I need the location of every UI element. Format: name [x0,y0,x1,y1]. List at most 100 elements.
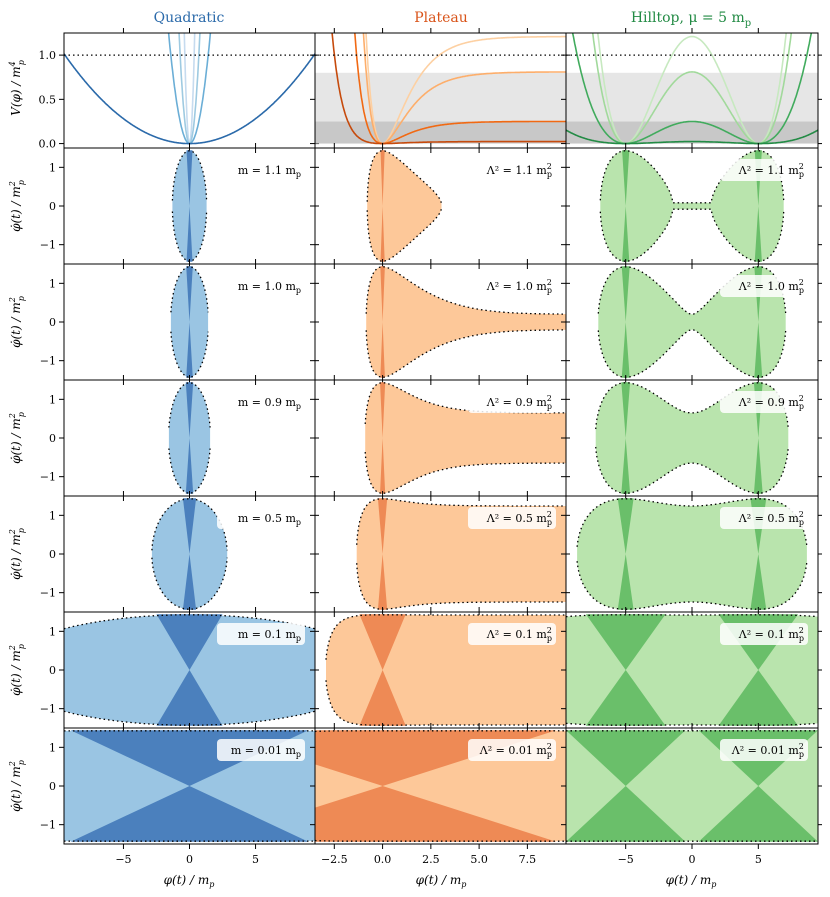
xlabel-hilltop: φ(t) / mp [666,873,717,889]
column-title-hilltop: Hilltop, μ = 5 mp [631,10,751,29]
phase-region-dark-0 [377,498,388,610]
phase-region-dark-0 [621,266,630,378]
y-tick-label: 0 [49,316,56,329]
annotation-box [468,623,556,645]
x-tick-label: 0 [689,853,696,866]
y-tick-label: 0 [49,548,56,561]
phase-region-dark-0 [182,498,197,610]
energy-contour-lower [151,557,228,610]
phase-region-dark-0 [617,498,634,610]
energy-contour-upper [597,266,787,315]
energy-contour-upper [356,498,566,545]
annotation-box [217,623,305,645]
phase-region-dark-0 [185,382,194,494]
phase-region-light [170,266,209,378]
phase-region-light [168,382,211,494]
annotation-label-quadratic-1: m = 1.1 mp [238,164,301,179]
panel-plateau-1 [366,150,443,262]
phase-region-dark-0 [380,150,385,262]
annotation-box [720,159,808,181]
energy-contour-upper [151,498,228,551]
energy-contour-lower [599,208,785,262]
phase-region-dark-0 [622,150,630,262]
x-tick-label: 5 [252,853,259,866]
annotation-box [720,739,808,761]
y-tick-label: 0 [49,780,56,793]
phase-region-light [172,150,207,262]
ylabel-potential-sub: p [17,60,26,65]
panel-quadratic-2 [170,266,209,378]
energy-contour-lower [356,563,566,610]
energy-contour-upper [170,266,209,313]
annotation-box [468,159,556,181]
energy-contour-upper [576,498,808,547]
y-tick-label: 1 [49,625,56,638]
potential-line-3 [64,53,315,145]
x-tick-label: −5 [115,853,131,866]
x-tick-label: 5 [755,853,762,866]
phase-region-dark-0 [315,730,557,842]
phase-region-dark-0 [186,150,193,262]
panel-quadratic-1 [171,150,208,262]
xlabel-quadratic: φ(t) / mp [164,873,215,889]
energy-contour-upper [566,614,818,618]
potential-line-3 [331,33,566,145]
x-tick-label: 0 [186,853,193,866]
energy-contour-lower [170,331,209,378]
annotation-box [468,275,556,297]
annotation-box [720,623,808,645]
energy-contour-upper [599,150,785,204]
energy-contour-lower [315,839,566,842]
column-title-hilltop-sub: p [745,18,751,29]
annotation-label-quadratic-5: m = 0.1 mp [238,628,301,643]
panel-frame [63,32,316,149]
ylabel-potential: V(φ) / m4p [8,60,26,116]
phase-region-dark-0 [380,382,386,494]
column-title-plateau: Plateau [414,10,468,26]
phase-region-dark-0 [359,614,406,726]
energy-contour-upper [315,730,566,733]
y-tick-label: 0.5 [39,93,57,106]
annotation-label-quadratic-4: m = 0.5 mp [238,512,301,527]
energy-contour-upper [325,614,566,660]
phase-region-dark-0 [156,614,223,726]
potential-line-2 [354,33,566,145]
annotation-label-quadratic-3: m = 0.9 mp [238,396,301,411]
shaded-band-0 [566,121,818,144]
ylabel-phase-1: φ̇(t) / m2p [8,180,26,232]
energy-contour-lower [325,680,566,726]
xlabel-plateau: φ(t) / mp [416,873,467,889]
annotation-box [217,739,305,761]
panel-plateau-2 [365,266,566,378]
energy-contour-lower [364,452,566,494]
panel-plateau-0 [315,33,566,145]
phase-region-dark-1 [754,150,762,262]
annotation-box [468,391,556,413]
phase-region-dark-0 [70,730,309,842]
column-title-quadratic: Quadratic [154,10,225,26]
y-tick-label: −1 [40,471,56,484]
annotation-box [217,275,305,297]
y-tick-label: 0 [49,432,56,445]
panel-hilltop-0 [566,33,818,145]
potential-line-1 [591,33,793,145]
potential-line-0 [597,33,787,145]
x-tick-label: 0.0 [374,853,392,866]
y-tick-label: −1 [40,819,56,832]
phase-region-dark-0 [621,382,631,494]
y-tick-label: 1 [49,741,56,754]
y-tick-label: −1 [40,703,56,716]
phase-region-light [366,266,566,378]
ylabel-phase-4: φ̇(t) / m2p [8,528,26,580]
potential-line-2 [571,33,813,145]
potential-line-0 [365,33,566,145]
y-tick-label: 1 [49,161,56,174]
annotation-box [217,159,305,181]
